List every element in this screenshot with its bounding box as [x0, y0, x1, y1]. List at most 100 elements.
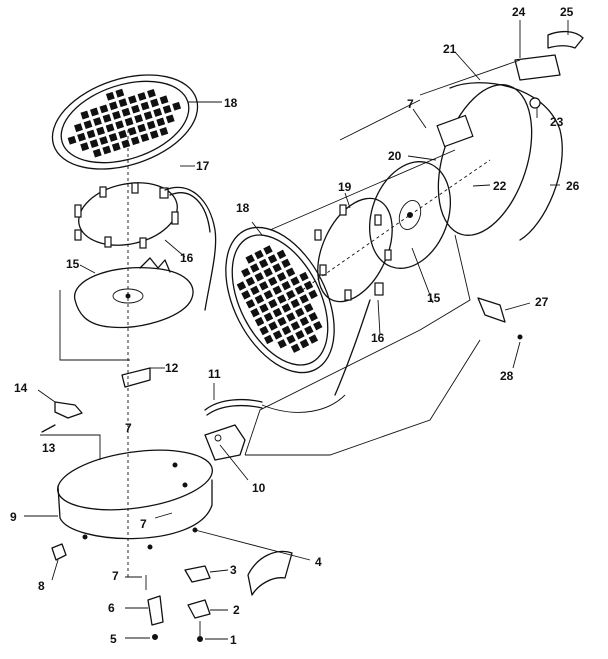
callout-labels: 1 2 3 4 5 6 7 7 7 7 8 9 10 11 12 13 14 1… — [10, 5, 580, 647]
callout-13: 13 — [42, 441, 56, 455]
grille-cell — [89, 139, 99, 148]
small-hardware — [51, 543, 211, 642]
grille-cell — [250, 263, 260, 273]
grille-cell — [121, 107, 131, 117]
grille-cell — [93, 117, 102, 126]
grille-cell — [96, 126, 105, 136]
callout-9: 9 — [10, 510, 17, 524]
rear-hardware — [477, 97, 541, 340]
callout-18-top: 18 — [224, 96, 238, 110]
grille-cell — [108, 132, 118, 142]
grille-cell — [285, 289, 296, 300]
grille-cell — [102, 113, 112, 123]
grille-cell — [105, 91, 115, 101]
callout-10: 10 — [252, 481, 266, 495]
callout-26: 26 — [566, 179, 580, 193]
gas-tube — [204, 394, 346, 416]
grille-cell — [277, 339, 287, 349]
callout-8: 8 — [38, 579, 45, 593]
housing-outline — [40, 59, 521, 460]
grille-cell — [254, 316, 265, 327]
grille-cell — [80, 110, 90, 120]
callout-11: 11 — [208, 367, 221, 381]
grille-cell — [254, 272, 264, 282]
grille-cell — [276, 272, 287, 282]
reflector-drum — [436, 82, 563, 241]
grille-cell — [241, 290, 251, 300]
grille-cell — [286, 334, 296, 344]
grille-top-left — [51, 74, 199, 170]
callout-2: 2 — [233, 603, 240, 617]
callout-14: 14 — [14, 381, 28, 395]
callout-23: 23 — [550, 115, 564, 129]
callout-16-center: 16 — [371, 331, 385, 345]
grille-cell — [254, 249, 264, 260]
callout-16-left: 16 — [180, 251, 194, 265]
grille-cell — [172, 101, 182, 111]
grille-cell — [272, 263, 282, 273]
grille-cell — [290, 321, 301, 331]
grille-cell — [281, 258, 291, 268]
grille-cell — [245, 299, 256, 309]
top-bracket — [514, 30, 584, 81]
grille-cell — [134, 114, 144, 124]
grille-cell — [272, 285, 282, 295]
grille-cell — [299, 338, 310, 349]
grille-cell — [74, 123, 83, 133]
grille-cell — [236, 281, 247, 291]
grille-cell — [115, 88, 125, 98]
leader-lines — [24, 20, 569, 640]
grille-cell — [267, 254, 278, 264]
callout-15-center: 15 — [427, 291, 441, 305]
grille-cell — [245, 276, 256, 287]
grille-cell — [140, 101, 150, 111]
callout-20: 20 — [388, 149, 402, 163]
grille-cell — [308, 289, 318, 300]
callout-7-bottom: 7 — [112, 569, 119, 583]
grille-cell — [263, 312, 274, 322]
callout-7-ring: 7 — [140, 517, 147, 531]
grille-cell — [89, 107, 99, 117]
grille-cell — [150, 98, 159, 108]
grille-cell — [241, 267, 251, 278]
grille-cell — [299, 294, 309, 304]
grille-cell — [281, 303, 292, 313]
grille-cell — [277, 294, 287, 304]
grille-cell — [137, 92, 147, 101]
grille-cell — [112, 110, 121, 120]
grille-cell — [118, 129, 128, 139]
heat-shield — [247, 550, 293, 596]
grille-cell — [250, 308, 260, 318]
grille-cell — [131, 104, 140, 114]
grille-cell — [308, 334, 319, 344]
grille-cell — [263, 267, 273, 278]
grille-cell — [137, 123, 147, 133]
grille-cell — [159, 127, 169, 136]
grille-cell — [165, 114, 175, 124]
grille-cell — [268, 298, 278, 309]
grille-cell — [254, 294, 265, 304]
grille-cell — [99, 136, 109, 145]
grille-cell — [127, 126, 137, 136]
grille-cell — [294, 285, 305, 295]
grille-cell — [146, 120, 156, 130]
callout-22: 22 — [493, 179, 507, 193]
grille-cell — [290, 298, 300, 309]
callout-19: 19 — [338, 180, 352, 194]
grille-cell — [121, 139, 131, 149]
callout-5: 5 — [110, 632, 117, 646]
grille-cell — [162, 104, 172, 114]
grille-cell — [290, 343, 301, 353]
grille-cell — [99, 104, 109, 114]
callout-15-left: 15 — [66, 257, 80, 271]
grille-cell — [277, 316, 287, 327]
grille-cell — [263, 290, 274, 300]
grille-cell — [259, 325, 269, 336]
grille-cell — [259, 303, 269, 313]
mounting-bracket — [204, 424, 246, 461]
grille-cell — [92, 148, 102, 158]
callout-17: 17 — [196, 159, 210, 173]
grille-cell — [159, 95, 169, 105]
callout-12: 12 — [165, 361, 179, 375]
